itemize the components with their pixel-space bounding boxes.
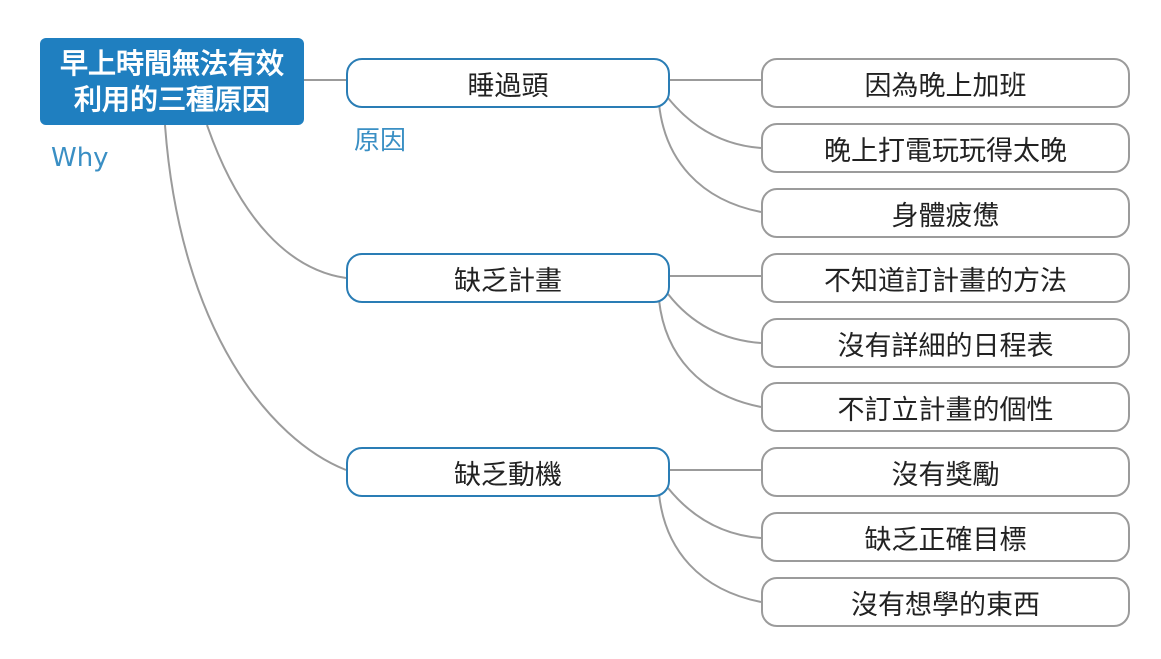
leaf-topic[interactable]: 缺乏正確目標 xyxy=(761,512,1130,562)
leaf-topic[interactable]: 不訂立計畫的個性 xyxy=(761,382,1130,432)
connector-branch-2-to-leaf-1 xyxy=(667,487,762,539)
leaf-topic[interactable]: 身體疲憊 xyxy=(761,188,1130,238)
connector-root-to-branch-1 xyxy=(206,124,347,279)
root-topic[interactable]: 早上時間無法有效 利用的三種原因 xyxy=(40,38,304,125)
leaf-topic[interactable]: 沒有獎勵 xyxy=(761,447,1130,497)
root-topic-line-1: 早上時間無法有效 xyxy=(59,47,284,80)
leaf-topic[interactable]: 因為晚上加班 xyxy=(761,58,1130,108)
leaf-topic[interactable]: 沒有詳細的日程表 xyxy=(761,318,1130,368)
leaf-topic[interactable]: 不知道訂計畫的方法 xyxy=(761,253,1130,303)
root-caption: Why xyxy=(51,143,109,173)
branch-topic-no-plan[interactable]: 缺乏計畫 xyxy=(346,253,670,303)
branch-caption: 原因 xyxy=(354,126,407,156)
connector-root-to-branch-2 xyxy=(164,124,347,471)
branch-topic-oversleeping[interactable]: 睡過頭 xyxy=(346,58,670,108)
connector-branch-1-to-leaf-2 xyxy=(658,299,762,408)
connector-branch-0-to-leaf-1 xyxy=(667,97,762,149)
branch-topic-no-motivation[interactable]: 缺乏動機 xyxy=(346,447,670,497)
leaf-topic[interactable]: 沒有想學的東西 xyxy=(761,577,1130,627)
connector-branch-0-to-leaf-2 xyxy=(658,103,762,213)
root-topic-line-2: 利用的三種原因 xyxy=(73,83,270,116)
leaf-topic[interactable]: 晚上打電玩玩得太晚 xyxy=(761,123,1130,173)
connector-branch-1-to-leaf-1 xyxy=(667,293,762,344)
connector-branch-2-to-leaf-2 xyxy=(658,493,762,603)
